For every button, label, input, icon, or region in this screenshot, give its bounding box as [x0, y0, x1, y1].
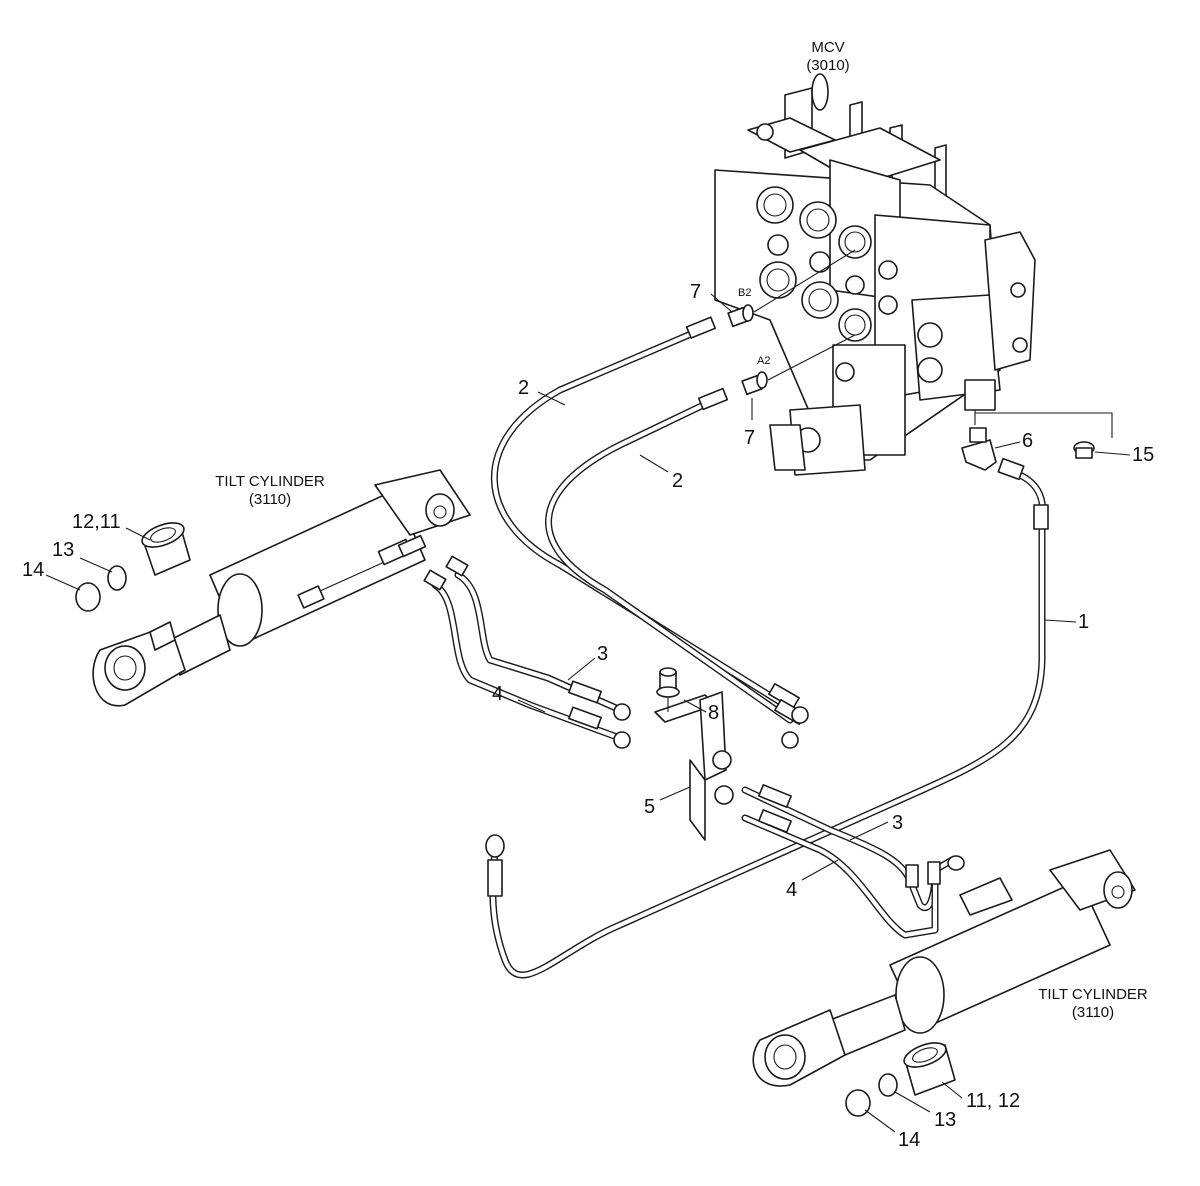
- mcv-code: (3010): [806, 57, 849, 74]
- callout-11-12: 11, 12: [966, 1090, 1020, 1112]
- callout-8: 8: [708, 702, 719, 724]
- oring-13-right: [878, 1073, 898, 1097]
- ring-14-left: [75, 582, 101, 612]
- connector-7-b2: [727, 304, 754, 328]
- callout-2-left: 2: [518, 377, 529, 399]
- callout-15: 15: [1132, 444, 1154, 466]
- hose-fittings: [423, 316, 1049, 897]
- connector-7-a2: [741, 371, 768, 396]
- mcv-valve-block: [714, 73, 1036, 476]
- ring-14-right: [845, 1089, 871, 1117]
- tilt-cylinder-right-label: TILT CYLINDER: [1038, 986, 1148, 1003]
- callout-4-right: 4: [786, 879, 797, 901]
- callout-3-left: 3: [597, 643, 608, 665]
- hose-4-right: [741, 814, 939, 939]
- callout-5: 5: [644, 796, 655, 818]
- tilt-cylinder-right: [752, 849, 1136, 1087]
- tilt-cylinder-right-code: (3110): [1072, 1004, 1114, 1021]
- tilt-cylinder-left-label: TILT CYLINDER: [215, 473, 325, 490]
- callout-7-bottom: 7: [744, 427, 755, 449]
- plug-15: [1073, 441, 1095, 459]
- callout-13-left: 13: [52, 539, 74, 561]
- callout-1: 1: [1078, 611, 1089, 633]
- callout-14-right: 14: [898, 1129, 920, 1151]
- hose-2-lower: [545, 394, 794, 724]
- port-a2-label: A2: [757, 355, 770, 367]
- callout-12-11: 12,11: [72, 511, 121, 533]
- leader-lines: [45, 249, 1131, 1133]
- hose-3-left: [454, 571, 629, 716]
- bushing-12-11-left: [141, 522, 191, 576]
- bracket-5: [613, 691, 809, 841]
- callout-2-right: 2: [672, 470, 683, 492]
- hose-4-left: [431, 581, 629, 744]
- callout-4-left: 4: [492, 683, 503, 705]
- bolt-8: [656, 667, 680, 712]
- callout-7-top: 7: [690, 281, 701, 303]
- mcv-label: MCV: [811, 39, 844, 56]
- callout-14-left: 14: [22, 559, 44, 581]
- tee-fitting-6: [961, 427, 997, 471]
- tilt-cylinder-left: [92, 469, 471, 707]
- hose-3-right: [741, 786, 956, 911]
- port-b2-label: B2: [738, 287, 751, 299]
- hose-2-upper: [490, 324, 789, 709]
- callout-6: 6: [1022, 430, 1033, 452]
- callout-3-right: 3: [892, 812, 903, 834]
- callout-13-right: 13: [934, 1109, 956, 1131]
- oring-13-left: [107, 565, 127, 591]
- tilt-cylinder-left-code: (3110): [249, 491, 291, 508]
